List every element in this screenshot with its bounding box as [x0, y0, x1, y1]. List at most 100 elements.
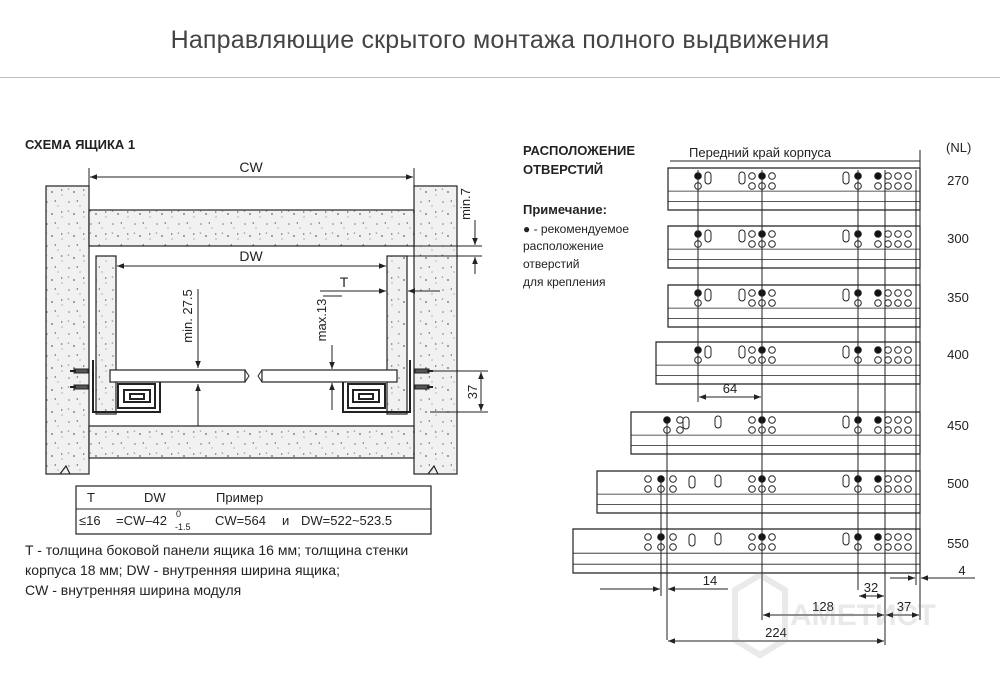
mount-hole	[874, 172, 882, 180]
mount-hole	[904, 346, 912, 354]
mount-slot	[682, 416, 690, 430]
cabinet-bottom-shelf	[88, 425, 415, 459]
length-450: 450	[947, 418, 969, 433]
note-text-1: T - толщина боковой панели ящика 16 мм; …	[25, 542, 409, 558]
right-heading-1: РАСПОЛОЖЕНИЕ	[523, 143, 635, 158]
mount-slot	[842, 229, 850, 243]
mount-hole	[874, 416, 882, 424]
length-500: 500	[947, 476, 969, 491]
mount-slot	[842, 171, 850, 185]
table-head-t: T	[87, 490, 95, 505]
mount-hole	[904, 172, 912, 180]
mount-hole	[748, 299, 756, 307]
mount-hole	[904, 299, 912, 307]
mount-hole	[768, 356, 776, 364]
mount-hole	[874, 346, 882, 354]
mount-slot	[704, 171, 712, 185]
length-400: 400	[947, 347, 969, 362]
dim-37-label: 37	[465, 385, 480, 399]
mount-hole	[894, 426, 902, 434]
mount-hole	[894, 356, 902, 364]
mount-hole	[874, 299, 882, 307]
mount-hole	[874, 543, 882, 551]
mount-hole	[894, 289, 902, 297]
mount-slot	[738, 229, 746, 243]
dim-14: 14	[703, 573, 717, 588]
mount-hole	[768, 346, 776, 354]
mount-hole	[904, 356, 912, 364]
mount-slot	[842, 345, 850, 359]
mount-hole	[874, 475, 882, 483]
mount-hole	[904, 485, 912, 493]
mount-hole	[894, 182, 902, 190]
mount-hole	[644, 533, 652, 541]
mount-hole	[669, 533, 677, 541]
dimensions-right	[600, 394, 975, 644]
left-heading: СХЕМА ЯЩИКА 1	[25, 137, 135, 152]
mount-slot	[714, 474, 722, 488]
legend-notes: T - толщина боковой панели ящика 16 мм; …	[25, 540, 408, 600]
mount-hole	[884, 356, 892, 364]
mount-hole	[874, 230, 882, 238]
mount-hole	[768, 299, 776, 307]
mount-slot	[738, 171, 746, 185]
mount-hole	[768, 543, 776, 551]
mount-hole	[884, 416, 892, 424]
dim-min7-label: min.7	[458, 188, 473, 220]
table-head-dw: DW	[144, 490, 166, 505]
rail-body	[572, 528, 921, 574]
drawer-bottom-left	[109, 369, 246, 383]
dim-32: 32	[864, 580, 878, 595]
mount-hole	[748, 172, 756, 180]
mount-hole	[748, 240, 756, 248]
mount-slot	[842, 532, 850, 546]
page-title: Направляющие скрытого монтажа полного вы…	[170, 26, 830, 54]
mount-hole	[748, 426, 756, 434]
mount-hole	[884, 533, 892, 541]
mount-hole	[669, 475, 677, 483]
mount-hole	[884, 172, 892, 180]
mount-hole	[748, 230, 756, 238]
note-line-3: отверстий	[523, 257, 579, 271]
dim-37r: 37	[897, 599, 911, 614]
mount-hole	[884, 289, 892, 297]
mount-slot	[738, 288, 746, 302]
mount-slot	[704, 229, 712, 243]
mount-hole	[904, 416, 912, 424]
table-row-sub: -1.5	[175, 522, 191, 532]
right-heading-2: ОТВЕРСТИЙ	[523, 162, 603, 177]
mount-slot	[738, 345, 746, 359]
dim-dw-label: DW	[239, 248, 263, 264]
table-row-and: и	[282, 513, 289, 528]
length-270: 270	[947, 173, 969, 188]
mount-hole	[884, 426, 892, 434]
mount-hole	[894, 346, 902, 354]
screw-left	[70, 368, 89, 390]
watermark-logo: АМЕТИСТ	[732, 571, 936, 659]
length-350: 350	[947, 290, 969, 305]
mount-slot	[688, 533, 696, 547]
mount-slot	[842, 415, 850, 429]
mount-hole	[894, 543, 902, 551]
mount-hole	[894, 485, 902, 493]
mount-hole	[894, 230, 902, 238]
mount-hole	[884, 485, 892, 493]
mount-hole	[894, 240, 902, 248]
mount-hole	[644, 543, 652, 551]
mount-hole	[748, 356, 756, 364]
title-divider	[0, 77, 1000, 78]
mount-hole	[748, 346, 756, 354]
mount-hole	[748, 485, 756, 493]
mount-slot	[704, 345, 712, 359]
mount-hole	[768, 426, 776, 434]
mount-hole	[768, 240, 776, 248]
note-line-2: расположение	[523, 239, 604, 253]
mount-slot	[842, 288, 850, 302]
note-line-4: для крепления	[523, 275, 605, 289]
table-row-ex1: CW=564	[215, 513, 266, 528]
mount-hole	[748, 416, 756, 424]
mount-hole	[884, 543, 892, 551]
cabinet-top-shelf	[88, 209, 415, 247]
note-text-2: корпуса 18 мм; DW - внутренняя ширина ящ…	[25, 562, 340, 578]
mount-hole	[894, 533, 902, 541]
